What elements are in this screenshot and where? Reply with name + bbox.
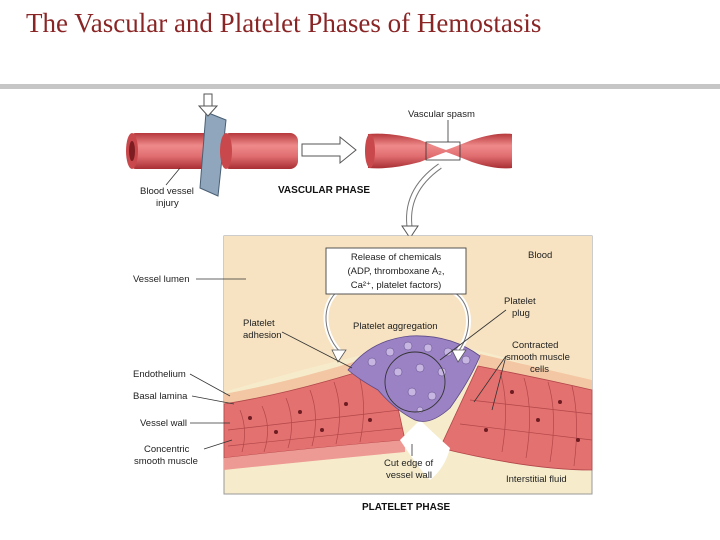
vascular-phase-illustration xyxy=(126,93,512,239)
cut-edge-line2: vessel wall xyxy=(386,470,432,481)
platelet-plug-line2: plug xyxy=(512,308,530,319)
vessel-segment-left xyxy=(128,133,212,169)
vessel-segment-right xyxy=(222,133,298,169)
constricted-vessel xyxy=(368,133,512,169)
cut-edge-line1: Cut edge of xyxy=(384,458,433,469)
blade-icon xyxy=(199,111,227,197)
platelet-aggregation-label: Platelet aggregation xyxy=(353,321,438,332)
vessel-wall-label: Vessel wall xyxy=(140,418,187,429)
interstitial-label: Interstitial fluid xyxy=(506,474,567,485)
platelet-plug-ring xyxy=(384,351,446,413)
platelet-plug-line1: Platelet xyxy=(504,296,536,307)
basal-lamina-label: Basal lamina xyxy=(133,391,188,402)
endothelium-label: Endothelium xyxy=(133,369,186,380)
platelet-adhesion-line1: Platelet xyxy=(243,318,275,329)
endothelium-band xyxy=(224,352,385,404)
wound-gap xyxy=(400,420,450,480)
spasm-label: Vascular spasm xyxy=(408,109,475,120)
platelet-phase-panel xyxy=(223,235,593,495)
platelet-phase-label: PLATELET PHASE xyxy=(362,502,450,513)
chemicals-line1: Release of chemicals xyxy=(351,252,442,263)
title-divider xyxy=(0,84,720,89)
contracted-line2: smooth muscle xyxy=(506,352,570,363)
chemical-release-box xyxy=(325,247,467,295)
blood-label: Blood xyxy=(528,250,552,261)
vessel-lumen-area xyxy=(224,236,592,392)
contracted-line3: cells xyxy=(530,364,549,375)
concentric-line1: Concentric xyxy=(144,444,190,455)
contracted-line1: Contracted xyxy=(512,340,558,351)
right-arrow-icon xyxy=(301,135,357,165)
vessel-lumen-label: Vessel lumen xyxy=(133,274,190,285)
slide-title: The Vascular and Platelet Phases of Hemo… xyxy=(26,8,542,38)
injury-label-line1: Blood vessel xyxy=(140,186,194,197)
platelet-plug xyxy=(347,335,481,422)
chemicals-line3: Ca²⁺, platelet factors) xyxy=(351,280,442,291)
vessel-wall-right xyxy=(439,365,593,471)
spasm-box xyxy=(425,141,461,161)
injury-label-line2: injury xyxy=(156,198,179,209)
vascular-phase-label: VASCULAR PHASE xyxy=(278,185,370,196)
platelet-adhesion-line2: adhesion xyxy=(243,330,282,341)
down-arrow-icon xyxy=(197,93,219,117)
chemicals-line2: (ADP, thromboxane A₂, xyxy=(348,266,445,277)
concentric-line2: smooth muscle xyxy=(134,456,198,467)
